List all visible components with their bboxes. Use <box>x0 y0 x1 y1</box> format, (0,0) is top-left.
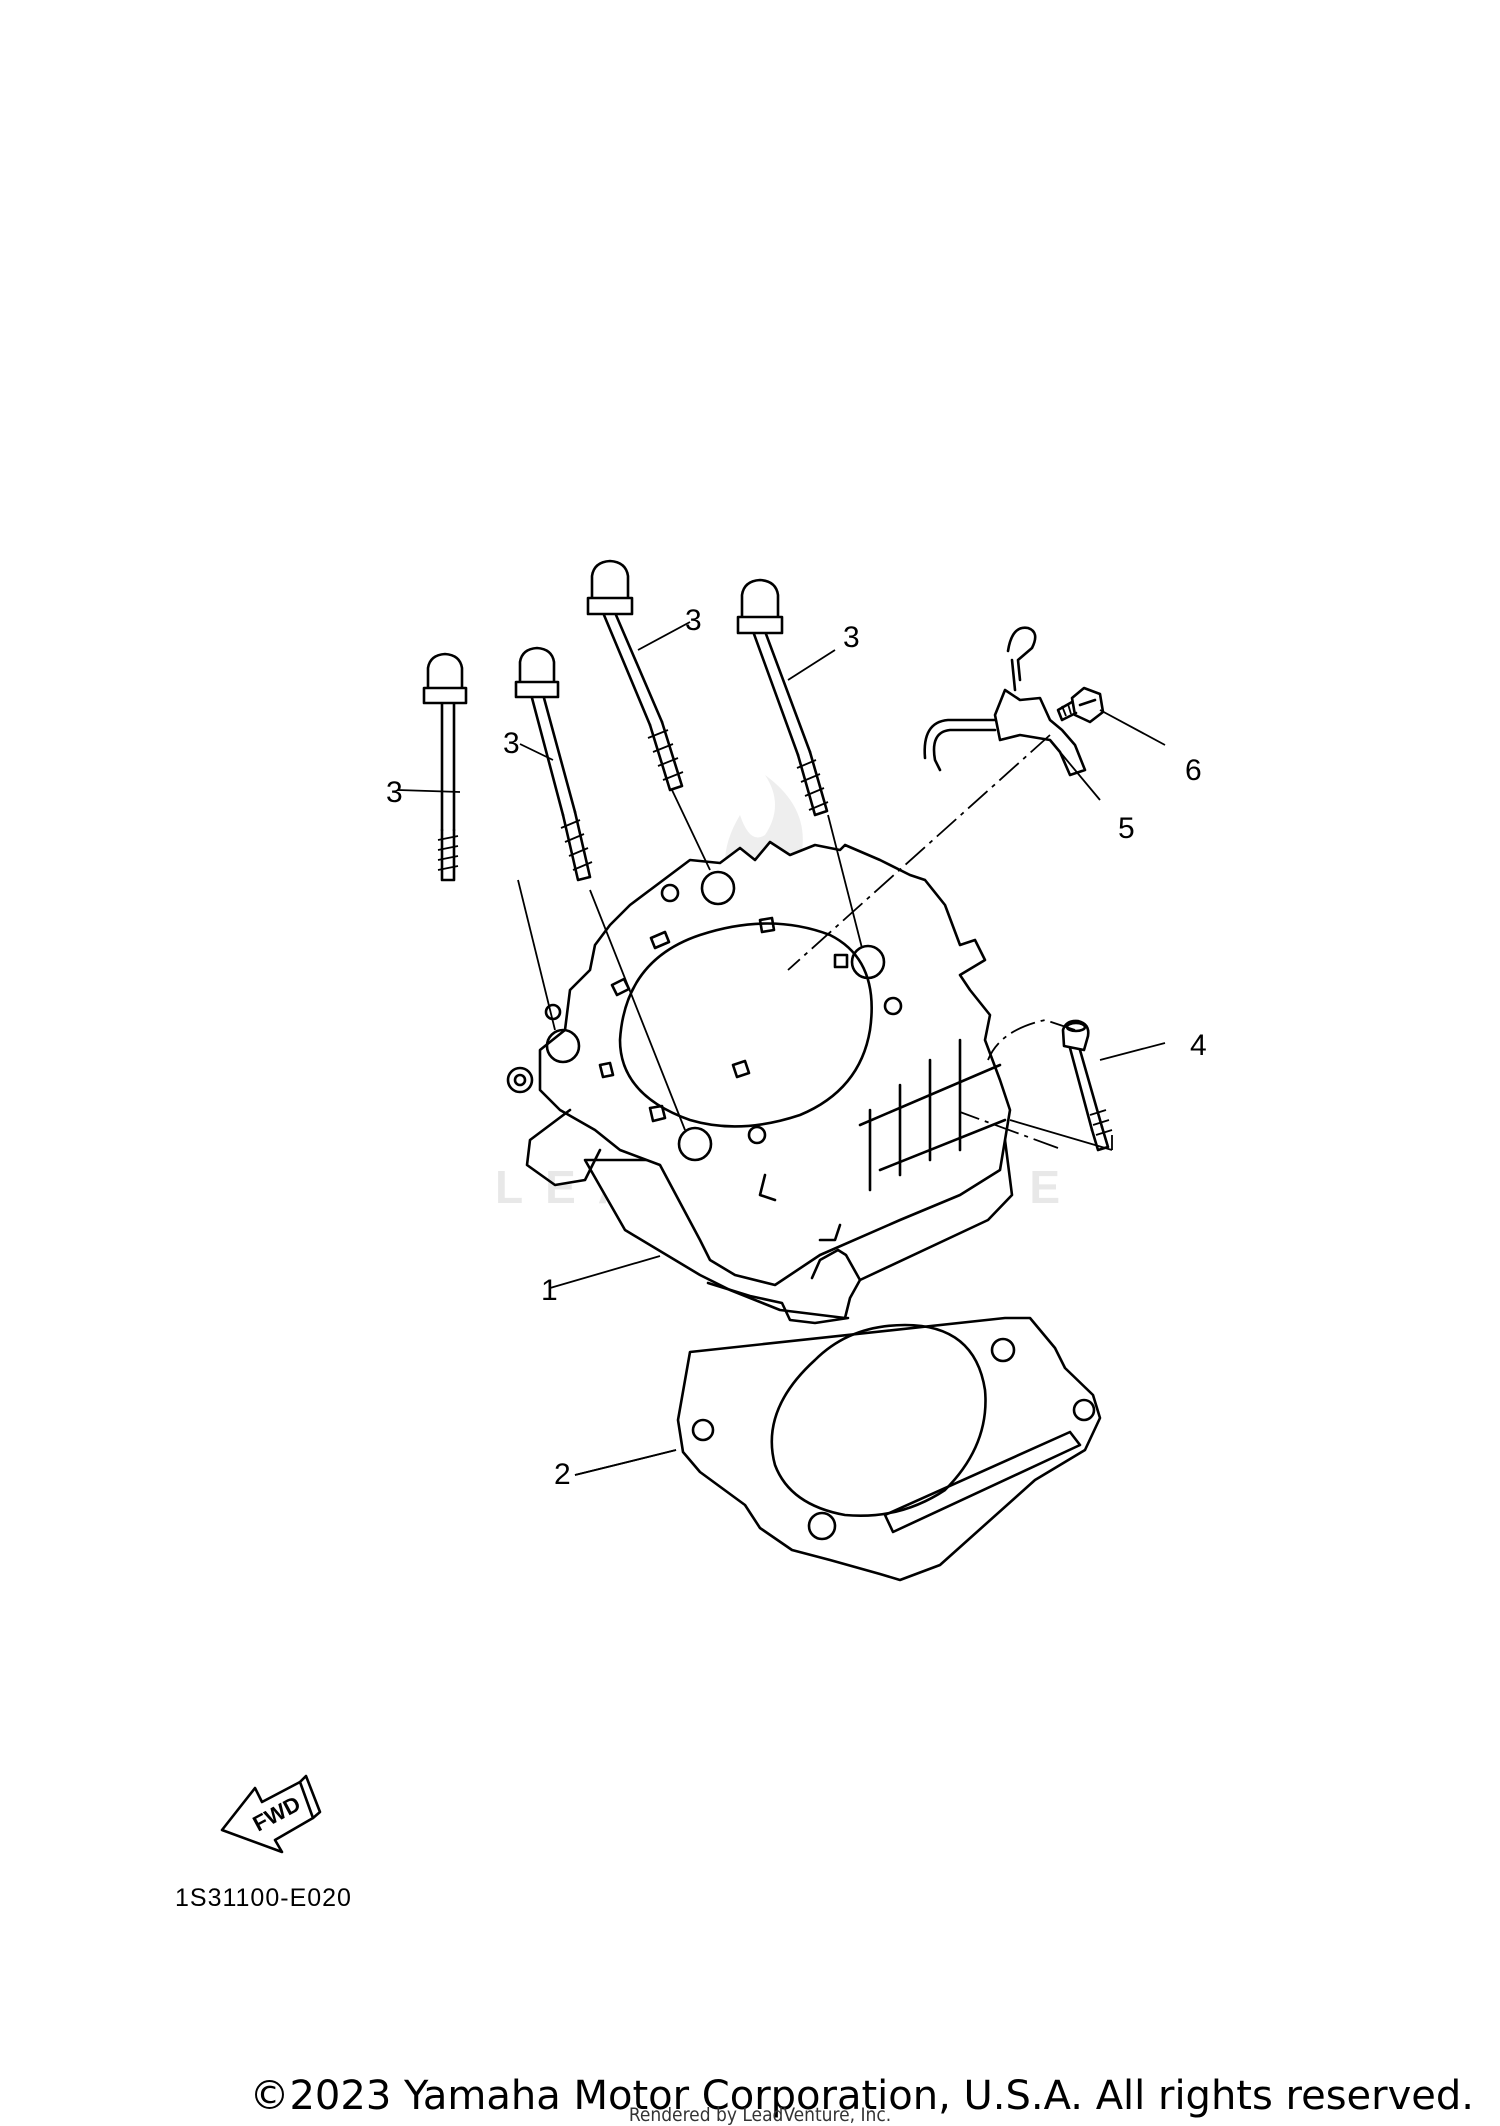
cylinder-body[interactable] <box>506 840 1014 1325</box>
flange-screw[interactable] <box>1056 686 1105 724</box>
callout-bolt-b: 3 <box>503 727 520 760</box>
cylinder-bolt-d[interactable] <box>736 578 829 817</box>
callout-bolt-4: 4 <box>1190 1029 1207 1062</box>
copyright-text: ©2023 Yamaha Motor Corporation, U.S.A. A… <box>249 2073 1474 2119</box>
diagram-code: 1S31100-E020 <box>175 1884 352 1912</box>
callout-cylinder: 1 <box>541 1274 558 1307</box>
cylinder-bolt-b[interactable] <box>514 646 593 882</box>
callout-bracket: 5 <box>1118 812 1135 845</box>
cylinder-gasket[interactable] <box>574 1316 1102 1582</box>
callout-bolt-a: 3 <box>386 776 403 809</box>
fwd-arrow-icon: FWD <box>220 1774 322 1854</box>
rendered-by-credit: Rendered by LeadVenture, Inc. <box>628 2104 892 2126</box>
copyright-notice: ©2023 Yamaha Motor Corporation, U.S.A. A… <box>0 2072 1500 2120</box>
socket-bolt[interactable] <box>1061 1019 1113 1152</box>
callout-bolt-c: 3 <box>685 604 702 637</box>
callout-gasket: 2 <box>554 1458 571 1491</box>
callout-bolt-d: 3 <box>843 621 860 654</box>
callout-screw: 6 <box>1185 754 1202 787</box>
reference-lines <box>397 621 1166 1476</box>
cylinder-bolt-a[interactable] <box>422 652 468 882</box>
cylinder-bolt-c[interactable] <box>586 559 684 792</box>
